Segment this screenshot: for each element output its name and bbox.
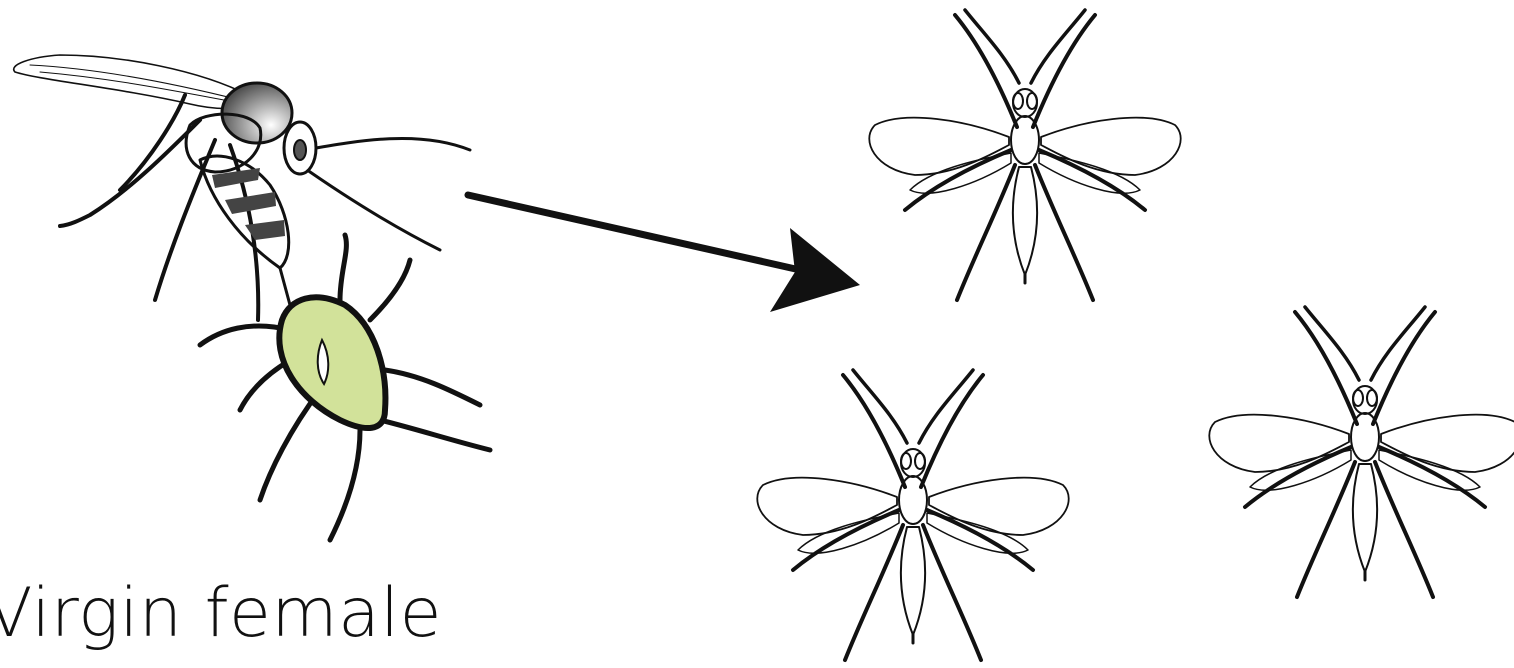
arrow-right-icon — [468, 195, 860, 312]
caption-label: Virgin female — [0, 574, 442, 653]
male-offspring-wasp-icon — [757, 370, 1068, 660]
male-offspring-wasp-icon — [1209, 307, 1514, 597]
male-offspring-wasp-icon — [869, 10, 1180, 300]
aphid-host-icon — [200, 235, 490, 540]
